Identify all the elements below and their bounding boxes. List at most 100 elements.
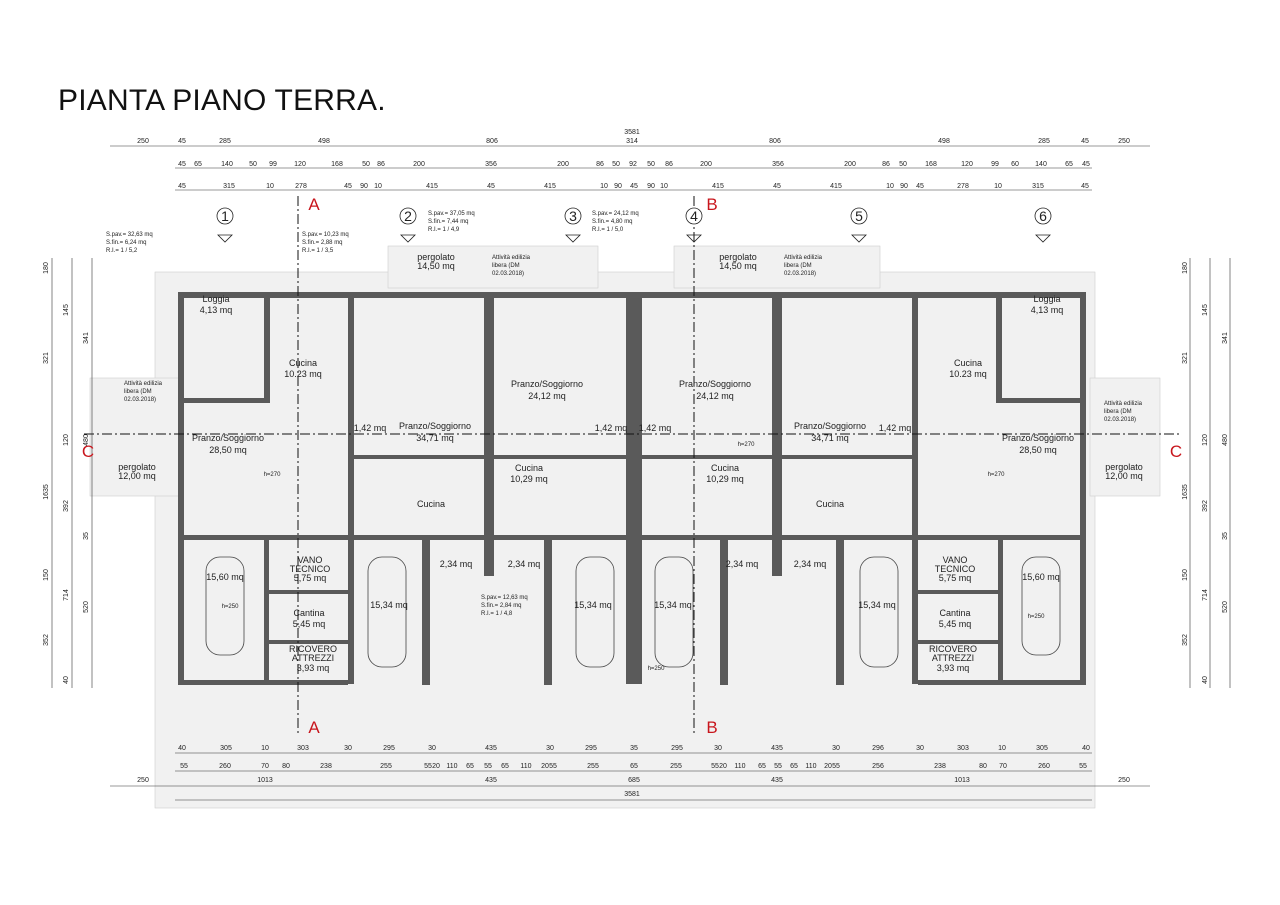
dim-label: 285 (219, 138, 231, 145)
dim-label: 55 (774, 763, 782, 770)
room-label: 24,12 mq (696, 391, 734, 401)
dim-label: 55 (180, 763, 188, 770)
dim-label: 305 (220, 745, 232, 752)
dim-label: 303 (297, 745, 309, 752)
room-label: Cucina (289, 358, 317, 368)
dim-label: 65 (1065, 161, 1073, 168)
room-label: 1,42 mq (639, 423, 672, 433)
axis-label: 5 (855, 208, 863, 224)
section-label: C (82, 442, 94, 461)
dim-label: 1013 (954, 777, 970, 784)
dim-label: 86 (377, 161, 385, 168)
room-label: pergolato (118, 462, 156, 472)
room-label: Loggia (1033, 294, 1060, 304)
dim-label: 278 (957, 183, 969, 190)
note-line: S.pav.= 37,05 mq (428, 211, 475, 217)
dim-label: 30 (344, 745, 352, 752)
room-label: 2,34 mq (440, 559, 473, 569)
note-line: S.pav.= 24,12 mq (592, 211, 639, 217)
dim-label: 70 (999, 763, 1007, 770)
dim-label: 90 (360, 183, 368, 190)
room-label: 10.23 mq (284, 369, 322, 379)
dim-label: 321 (1182, 352, 1189, 364)
dim-label: 10 (994, 183, 1002, 190)
note-line: 02.03.2018) (784, 271, 816, 277)
dim-label: 55 (711, 763, 719, 770)
dim-label: 250 (137, 777, 149, 784)
dim-label: 120 (961, 161, 973, 168)
dim-label: 55 (484, 763, 492, 770)
height-label: h=270 (264, 472, 282, 478)
room-label: Cucina (417, 499, 445, 509)
room-label: 34,71 mq (811, 433, 849, 443)
dim-label: 90 (900, 183, 908, 190)
dim-label: 86 (882, 161, 890, 168)
dimension-lines (51, 145, 1231, 801)
room-label: RICOVERO (289, 644, 337, 654)
height-label: h=270 (988, 472, 1006, 478)
dim-label: 45 (1081, 138, 1089, 145)
dim-label: 110 (805, 763, 816, 770)
note-line: libera (DM (124, 389, 152, 395)
room-label: 14,50 mq (417, 261, 455, 271)
dim-label: 168 (331, 161, 343, 168)
dim-label: 65 (194, 161, 202, 168)
area-notes: S.pav.= 32,63 mqS.fin.= 6,24 mqR.I.= 1 /… (106, 211, 1143, 617)
dim-label: 99 (991, 161, 999, 168)
axis-label: 2 (404, 208, 412, 224)
axis-circle (399, 207, 417, 225)
section-label: A (308, 718, 320, 737)
dim-label: 30 (832, 745, 840, 752)
pergola-east (1089, 377, 1161, 497)
room-label: 1,42 mq (354, 423, 387, 433)
dim-label: 150 (1182, 569, 1189, 581)
dim-label: 520 (83, 601, 90, 613)
room-label: VANO (943, 555, 968, 565)
dim-label: 250 (1118, 777, 1130, 784)
dim-label: 10 (374, 183, 382, 190)
dim-label: 303 (957, 745, 969, 752)
dim-label: 90 (647, 183, 655, 190)
dim-label: 92 (629, 161, 637, 168)
dim-label: 60 (1011, 161, 1019, 168)
dim-label: 260 (219, 763, 231, 770)
room-label: 24,12 mq (528, 391, 566, 401)
room-label: Loggia (202, 294, 229, 304)
dim-label: 315 (223, 183, 235, 190)
room-label: Cucina (816, 499, 844, 509)
dim-label: 65 (790, 763, 798, 770)
room-label: 1,42 mq (595, 423, 628, 433)
dim-label: 65 (466, 763, 474, 770)
cars (205, 556, 1061, 668)
dim-label: 435 (771, 745, 783, 752)
room-label: 1,42 mq (879, 423, 912, 433)
dim-label: 145 (63, 304, 70, 316)
pergola-west (89, 377, 181, 497)
drawing-title: PIANTA PIANO TERRA. (58, 84, 386, 117)
dim-label: 30 (428, 745, 436, 752)
dim-label: 50 (647, 161, 655, 168)
dim-label: 40 (1202, 676, 1209, 684)
dim-label: 260 (1038, 763, 1050, 770)
dim-label: 45 (487, 183, 495, 190)
dim-label: 714 (63, 589, 70, 601)
dim-label: 435 (485, 777, 497, 784)
dim-label: 35 (1222, 532, 1229, 540)
level-marker-icon (400, 234, 416, 243)
dim-label: 45 (344, 183, 352, 190)
note-line: S.pav.= 32,63 mq (106, 232, 153, 238)
room-label: Pranzo/Soggiorno (679, 379, 751, 389)
dim-label: 10 (998, 745, 1006, 752)
dim-label: 352 (43, 634, 50, 646)
axis-label: 4 (690, 208, 698, 224)
note-line: libera (DM (492, 263, 520, 269)
dim-label: 255 (587, 763, 599, 770)
dim-label: 45 (178, 161, 186, 168)
dim-label: 180 (43, 262, 50, 274)
note-line: Attività edilizia (784, 255, 823, 261)
dim-label: 20 (432, 763, 440, 770)
dim-label: 45 (630, 183, 638, 190)
note-line: Attività edilizia (124, 381, 163, 387)
